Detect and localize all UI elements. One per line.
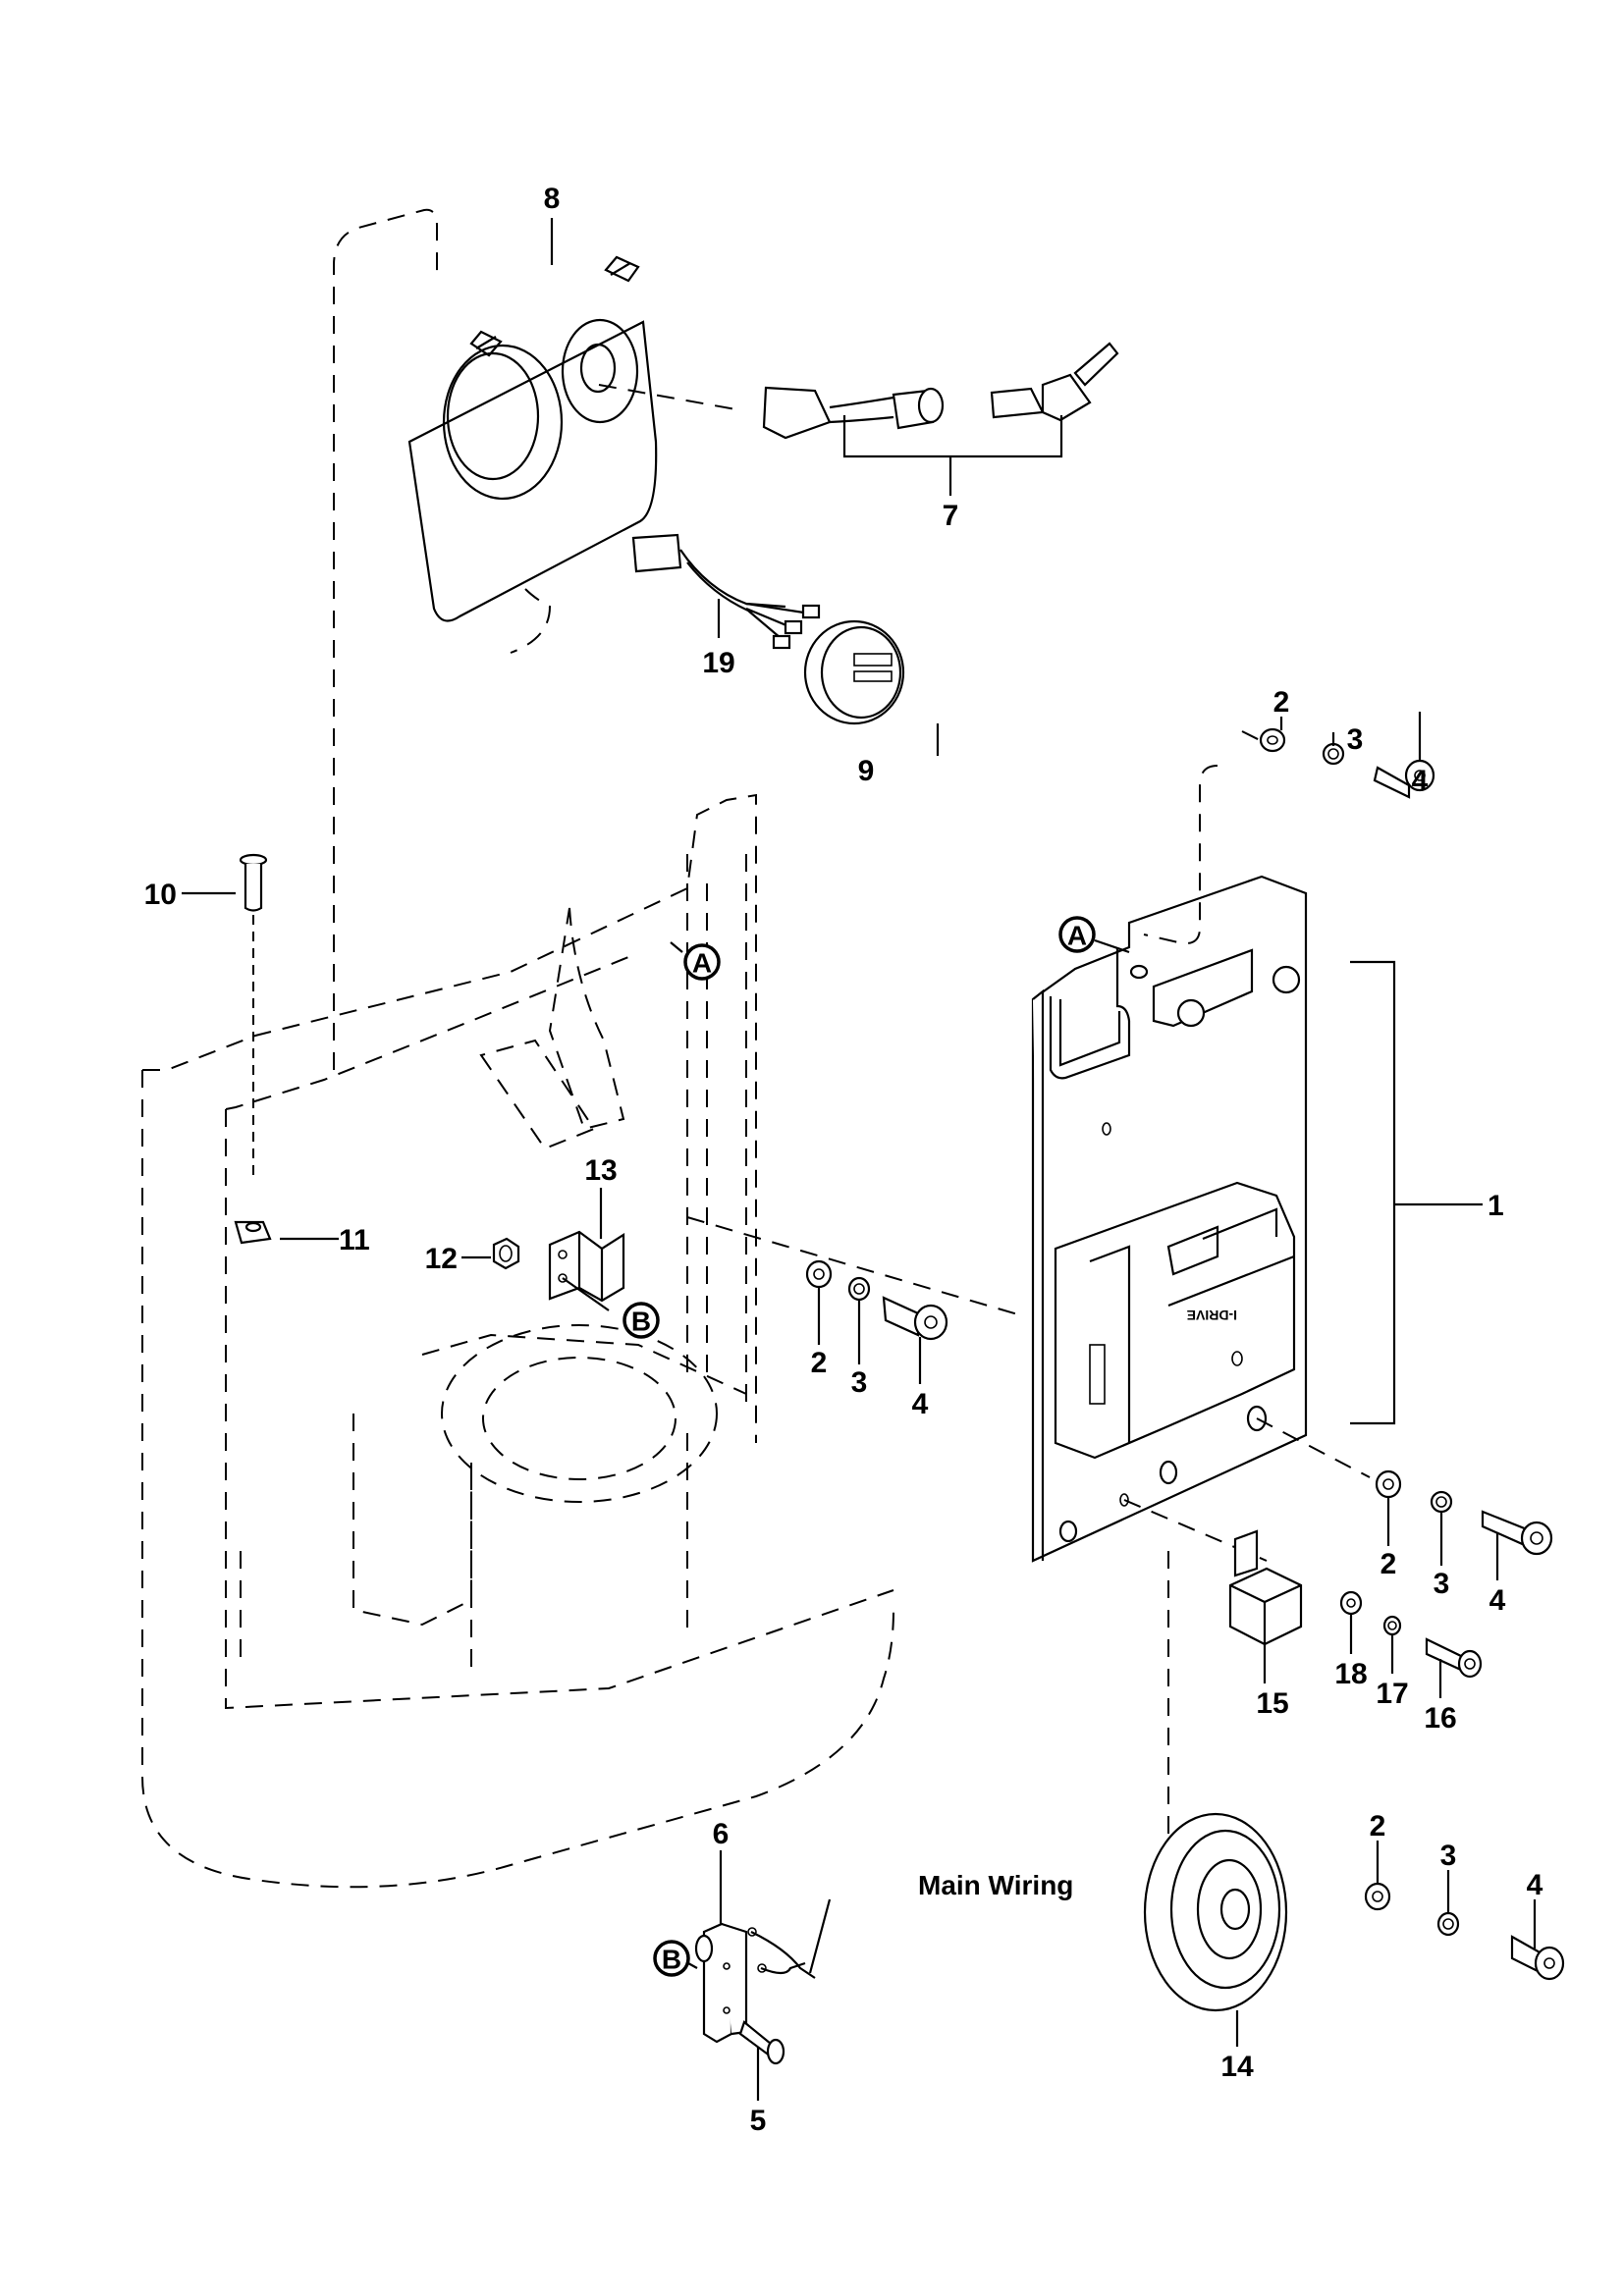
switch-screw xyxy=(738,2020,785,2065)
callout-labels: 8 7 19 9 2 3 4 10 11 12 13 2 3 4 1 2 3 4… xyxy=(144,183,1543,2137)
battery-indicator xyxy=(803,619,905,725)
main-wiring-label: Main Wiring xyxy=(918,1870,1073,1900)
panel-mount-dashed-line xyxy=(333,208,438,1070)
relay-fasteners xyxy=(1339,1590,1483,1679)
micro-switch xyxy=(694,1922,748,2044)
horn xyxy=(1143,1812,1288,2012)
panel-bolt-dashed-line xyxy=(1256,1417,1371,1478)
callout-2-horn: 2 xyxy=(1370,1810,1386,1842)
callout-9: 9 xyxy=(858,755,875,787)
callout-2-top: 2 xyxy=(1273,686,1290,719)
callout-3-horn: 3 xyxy=(1440,1840,1457,1872)
controller-assembly: I-DRIVE xyxy=(1031,875,1308,1563)
callout-4-top: 4 xyxy=(1412,765,1429,797)
controller-bracket-line xyxy=(1350,960,1396,1425)
ref-marker-a-panel: A xyxy=(1058,916,1130,954)
countersunk-screw xyxy=(239,853,268,1178)
panel-harness-dashed-line xyxy=(510,588,552,654)
clip-nut xyxy=(234,1220,272,1245)
callout-13: 13 xyxy=(584,1154,617,1187)
callout-2-middle: 2 xyxy=(811,1347,828,1379)
svg-text:A: A xyxy=(692,948,712,979)
relay xyxy=(1228,1529,1303,1646)
switch-bracket xyxy=(548,1230,625,1303)
instrument-panel xyxy=(407,255,658,622)
callout-4-right: 4 xyxy=(1489,1584,1506,1617)
callout-12: 12 xyxy=(425,1243,458,1275)
callout-17: 17 xyxy=(1376,1678,1408,1710)
fastener-set-middle xyxy=(805,1259,948,1341)
callout-7: 7 xyxy=(943,500,959,532)
controller-label-text: I-DRIVE xyxy=(1187,1308,1237,1323)
callout-3-top: 3 xyxy=(1347,723,1364,756)
callout-5: 5 xyxy=(750,2105,767,2137)
fastener-set-top xyxy=(1241,727,1435,799)
callout-4-middle: 4 xyxy=(912,1388,929,1420)
svg-text:A: A xyxy=(1067,921,1087,951)
callout-leaders xyxy=(182,218,1537,2101)
callout-10: 10 xyxy=(144,879,177,911)
key-switch-set xyxy=(598,342,1119,440)
bolt-path-dashed-line xyxy=(1143,765,1218,944)
indicator-harness xyxy=(631,533,821,650)
callout-3-right: 3 xyxy=(1434,1568,1450,1600)
callout-6: 6 xyxy=(713,1818,730,1850)
callout-19: 19 xyxy=(702,647,734,679)
callout-16: 16 xyxy=(1424,1702,1456,1735)
callout-14: 14 xyxy=(1220,2051,1254,2083)
bracket-path-dashed-line xyxy=(686,1216,1022,1316)
svg-text:B: B xyxy=(662,1945,681,1975)
callout-18: 18 xyxy=(1334,1658,1367,1690)
callout-8: 8 xyxy=(544,183,561,215)
callout-4-horn: 4 xyxy=(1527,1869,1543,1901)
hex-nut xyxy=(492,1237,520,1270)
callout-1: 1 xyxy=(1488,1190,1504,1222)
truck-frame xyxy=(141,793,894,1889)
ref-marker-b-bracket: B xyxy=(562,1277,660,1339)
callout-2-right: 2 xyxy=(1380,1548,1397,1580)
callout-15: 15 xyxy=(1256,1687,1288,1720)
fastener-set-right xyxy=(1375,1469,1553,1556)
ref-marker-b-switch: B xyxy=(653,1940,698,1977)
svg-text:B: B xyxy=(631,1307,651,1337)
callout-11: 11 xyxy=(339,1224,370,1256)
main-wiring xyxy=(747,1927,816,1979)
ref-marker-a-frame: A xyxy=(670,941,721,981)
callout-3-middle: 3 xyxy=(851,1366,868,1399)
